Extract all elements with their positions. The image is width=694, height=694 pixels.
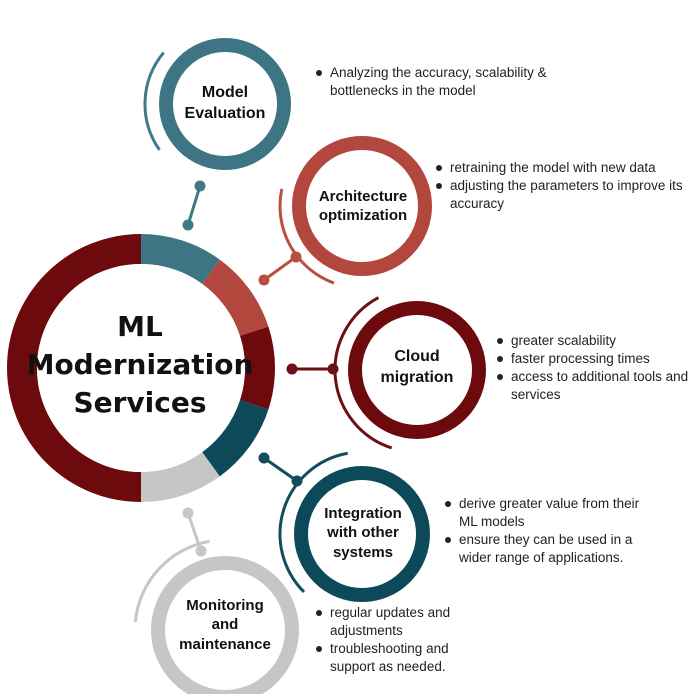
bullet-item: greater scalability — [495, 332, 690, 350]
bullet-item: adjusting the parameters to improve its … — [434, 177, 692, 213]
architecture-optimization-connector-dot — [290, 251, 302, 263]
monitoring-circle — [151, 556, 299, 694]
architecture-optimization-arc — [278, 188, 335, 285]
bullet-item: access to additional tools and services — [495, 368, 690, 404]
model-evaluation-title: Model Evaluation — [184, 84, 266, 122]
bullet-item: regular updates and adjustments — [314, 604, 494, 640]
monitoring-connector — [186, 512, 203, 552]
bullet-item: ensure they can be used in a wider range… — [443, 531, 658, 567]
hub-segment-remainder — [7, 234, 142, 502]
integration-connector-end — [258, 452, 270, 464]
hub-segment-integration — [201, 399, 269, 477]
architecture-optimization-connector — [263, 255, 297, 282]
model-evaluation-connector — [186, 185, 202, 226]
model-evaluation-circle — [159, 38, 291, 170]
cloud-migration-arc — [333, 296, 393, 450]
hub-segment-model-evaluation — [140, 234, 220, 285]
monitoring-title: Monitoring and maintenance — [179, 596, 271, 653]
monitoring-arc — [133, 539, 210, 623]
hub-center — [37, 264, 245, 472]
integration-connector — [263, 456, 298, 483]
integration-circle — [294, 466, 430, 602]
architecture-optimization-title: Architecture optimization — [318, 187, 408, 225]
monitoring-connector-dot — [195, 545, 207, 557]
integration-arc — [278, 451, 349, 594]
hub-segment-cloud-migration — [239, 326, 275, 410]
bullet-item: Analyzing the accuracy, scalability & bo… — [314, 64, 584, 100]
integration-title: Integration with other systems — [324, 504, 402, 561]
architecture-optimization-bullets: retraining the model with new data adjus… — [434, 159, 692, 213]
hub-segment-architecture-optimization — [201, 259, 269, 337]
cloud-migration-circle — [348, 301, 486, 439]
monitoring-connector-end — [182, 507, 194, 519]
architecture-optimization-circle — [292, 136, 432, 276]
monitoring-bullets: regular updates and adjustments troubles… — [314, 604, 494, 676]
model-evaluation-connector-dot — [194, 180, 206, 192]
hub-segment-monitoring — [140, 451, 220, 502]
model-evaluation-bullets: Analyzing the accuracy, scalability & bo… — [314, 64, 584, 100]
model-evaluation-arc — [143, 51, 165, 151]
cloud-migration-connector-end — [286, 363, 298, 375]
bullet-item: faster processing times — [495, 350, 690, 368]
cloud-migration-title: Cloud migration — [380, 348, 454, 386]
cloud-migration-connector-dot — [327, 363, 339, 375]
hub-title: ML Modernization Services — [26, 310, 254, 419]
model-evaluation-connector-end — [182, 219, 194, 231]
cloud-migration-bullets: greater scalability faster processing ti… — [495, 332, 690, 404]
architecture-optimization-connector-end — [258, 274, 270, 286]
bullet-item: retraining the model with new data — [434, 159, 692, 177]
bullet-item: derive greater value from their ML model… — [443, 495, 658, 531]
integration-bullets: derive greater value from their ML model… — [443, 495, 658, 567]
integration-connector-dot — [291, 475, 303, 487]
bullet-item: troubleshooting and support as needed. — [314, 640, 494, 676]
